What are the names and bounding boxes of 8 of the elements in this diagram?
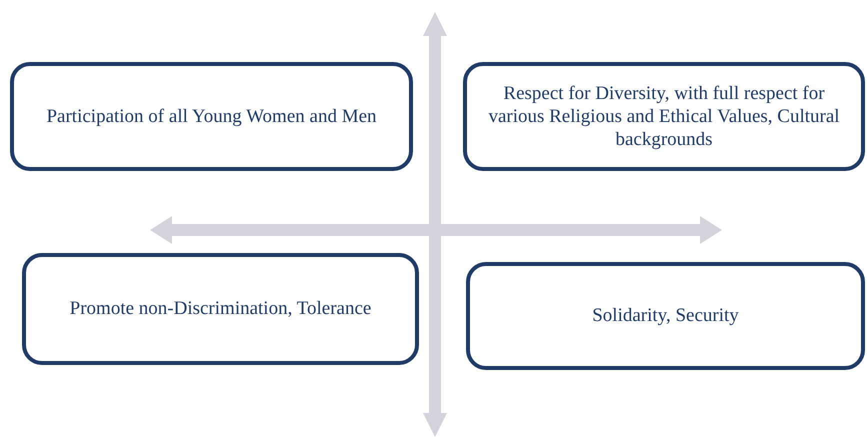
- box-text: Respect for Diversity, with full respect for various Religious and Ethical Values, Cultural backgrounds: [487, 82, 841, 152]
- rounded-box: [10, 62, 413, 171]
- rounded-box: [22, 253, 419, 365]
- box-text: Solidarity, Security: [592, 304, 739, 328]
- box-text: Participation of all Young Women and Men: [46, 104, 377, 128]
- rounded-box: [466, 262, 865, 370]
- box-text: Promote non-Discrimination, Tolerance: [70, 297, 372, 321]
- rounded-box: [463, 62, 865, 171]
